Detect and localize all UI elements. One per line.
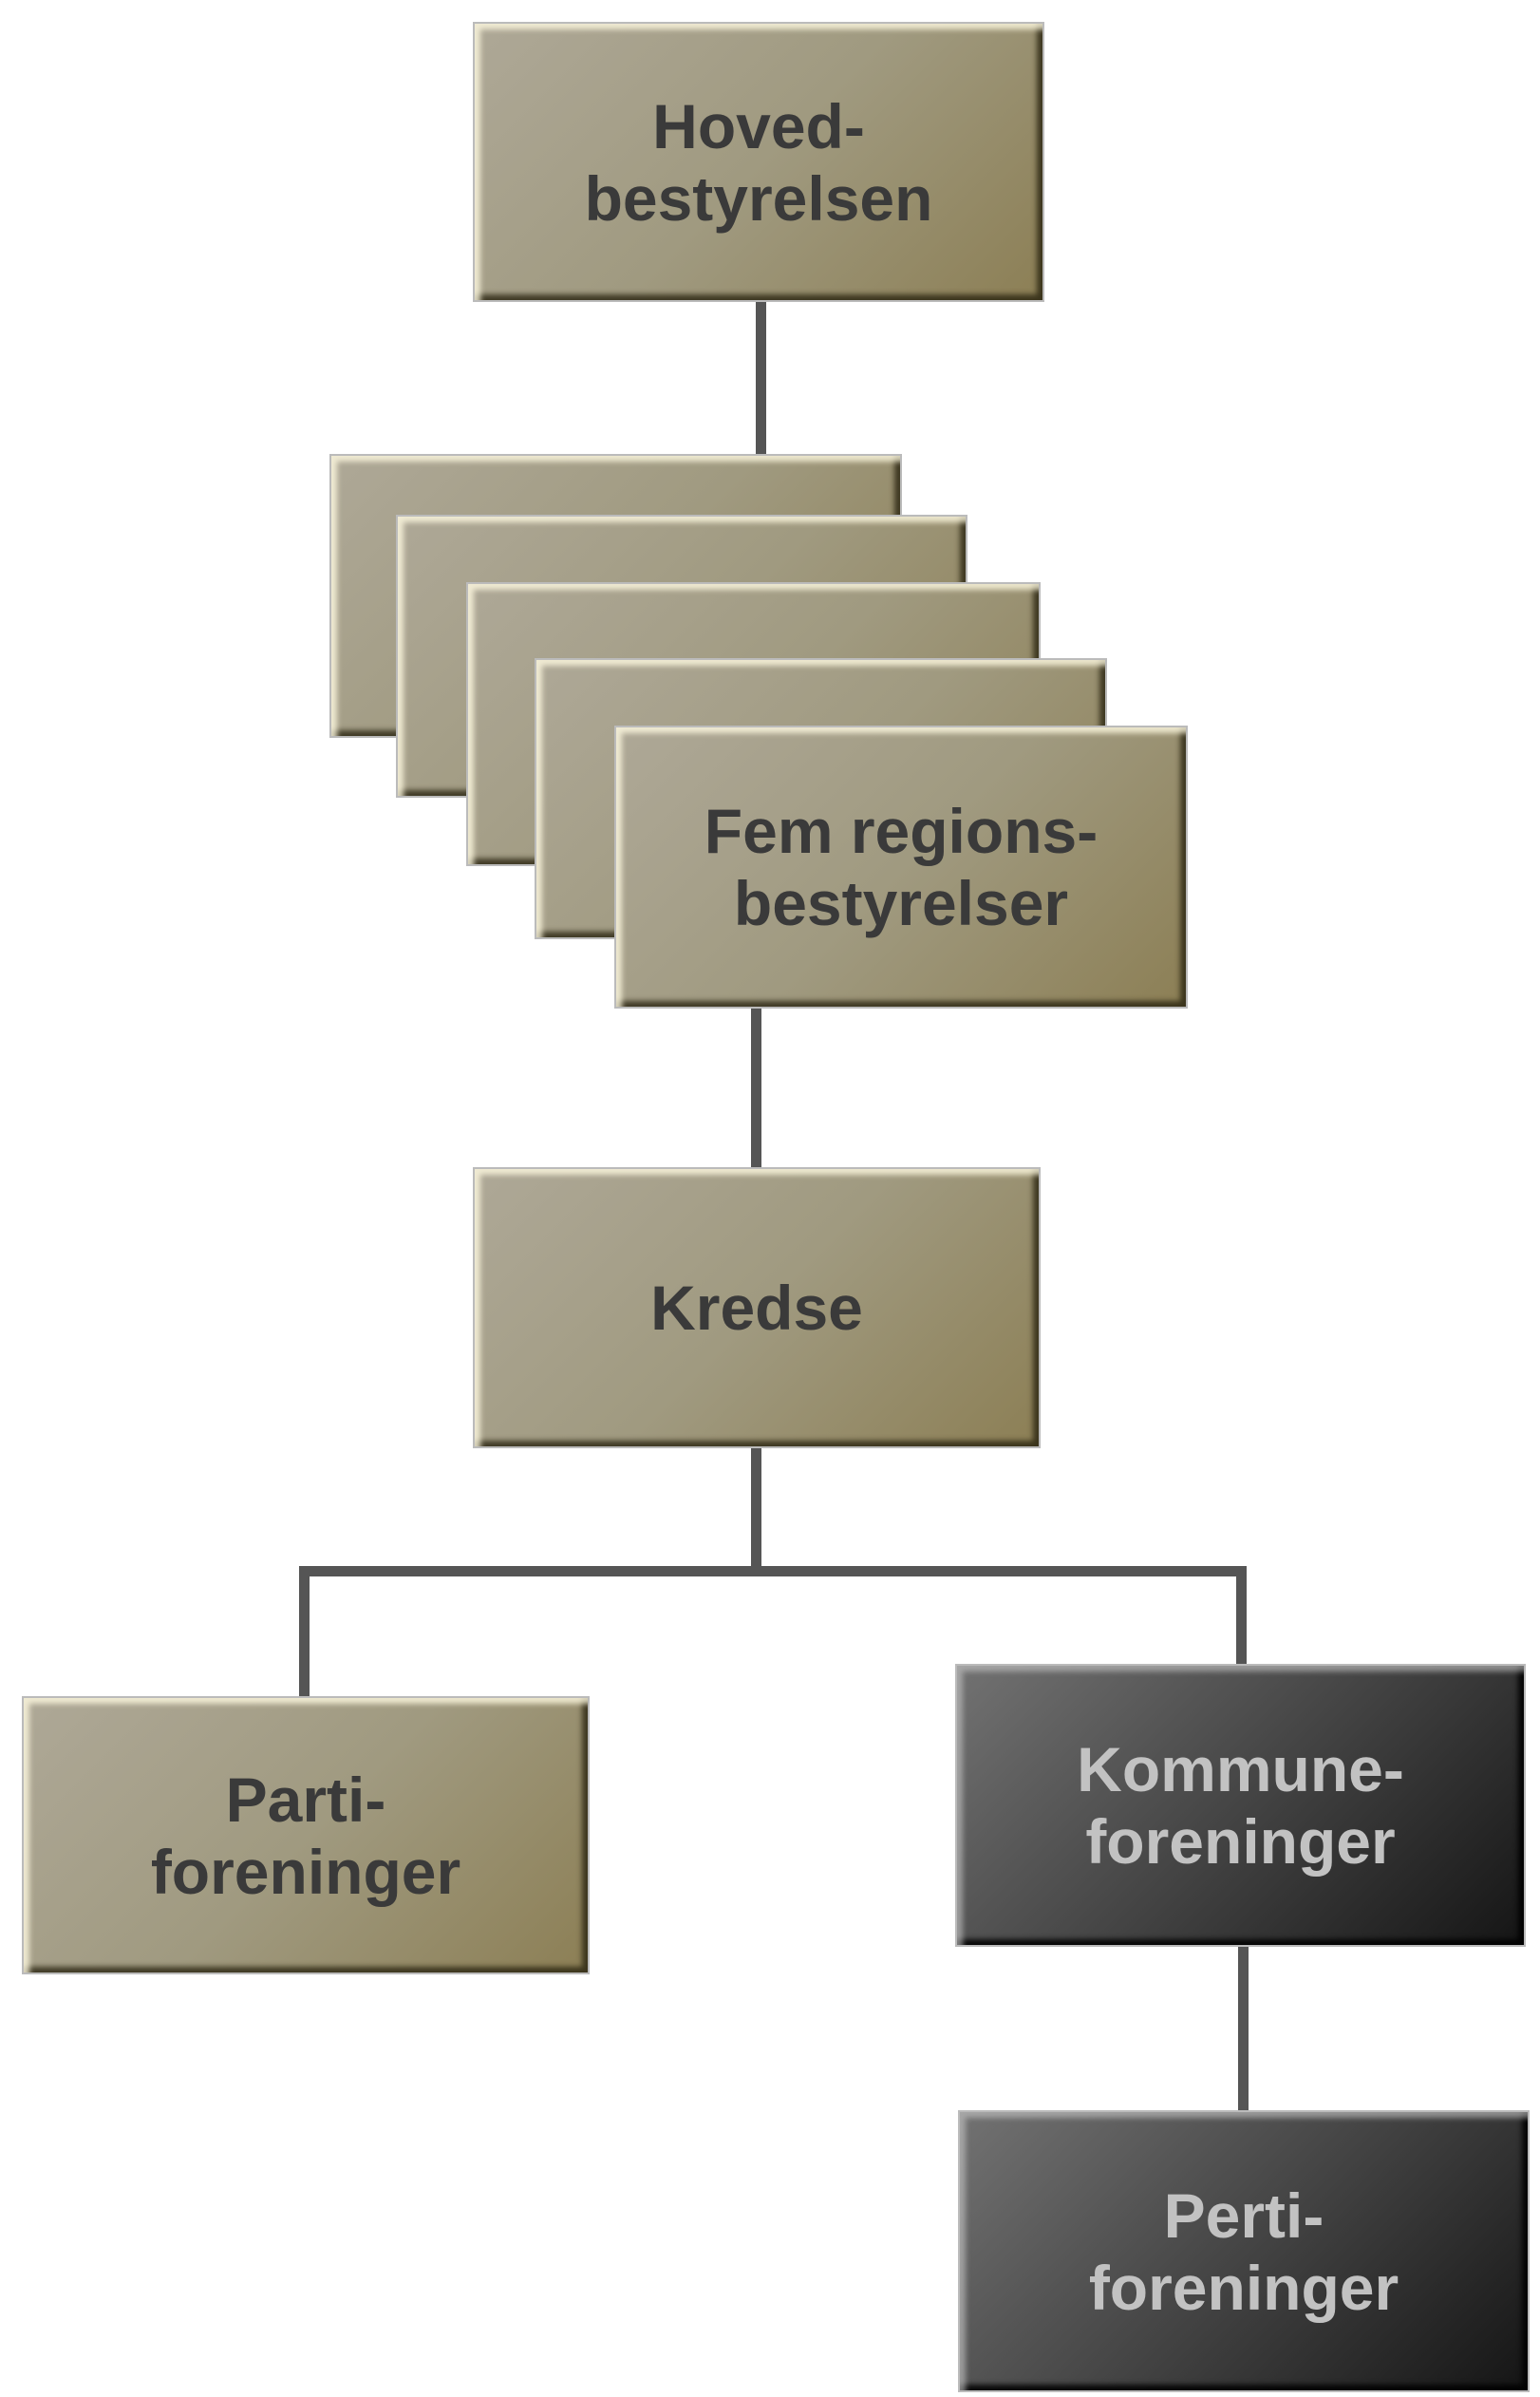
- node-label-line2: foreninger: [1085, 1806, 1396, 1877]
- node-pertiforeninger: Perti-foreninger: [958, 2110, 1530, 2392]
- node-label-line1: Fem regions-: [704, 796, 1099, 866]
- node-label-line1: Parti-: [225, 1764, 386, 1835]
- connector-to-parti: [299, 1566, 310, 1697]
- connector-regions-kredse: [751, 1009, 761, 1168]
- node-label-line1: Perti-: [1163, 2180, 1324, 2251]
- node-kommuneforeninger: Kommune-foreninger: [955, 1664, 1526, 1947]
- node-hovedbestyrelsen: Hoved-bestyrelsen: [473, 22, 1044, 302]
- node-partiforeninger: Parti-foreninger: [22, 1696, 590, 1974]
- connector-top-regions: [756, 302, 766, 454]
- node-label-line1: Hoved-: [652, 90, 865, 161]
- node-label-line1: Kredse: [650, 1273, 863, 1343]
- connector-kommune-perti: [1238, 1947, 1249, 2110]
- node-label-line2: foreninger: [150, 1836, 461, 1907]
- node-label-line1: Kommune-: [1077, 1734, 1404, 1804]
- connector-to-kommune: [1236, 1566, 1247, 1665]
- connector-horizontal: [299, 1566, 1247, 1576]
- node-kredse: Kredse: [473, 1167, 1041, 1448]
- node-label-line2: foreninger: [1088, 2252, 1399, 2323]
- connector-kredse-down: [751, 1448, 761, 1576]
- node-label-line2: bestyrelser: [733, 868, 1069, 938]
- node-regionsbestyrelser: Fem regions-bestyrelser: [614, 726, 1188, 1009]
- node-label-line2: bestyrelsen: [584, 162, 933, 234]
